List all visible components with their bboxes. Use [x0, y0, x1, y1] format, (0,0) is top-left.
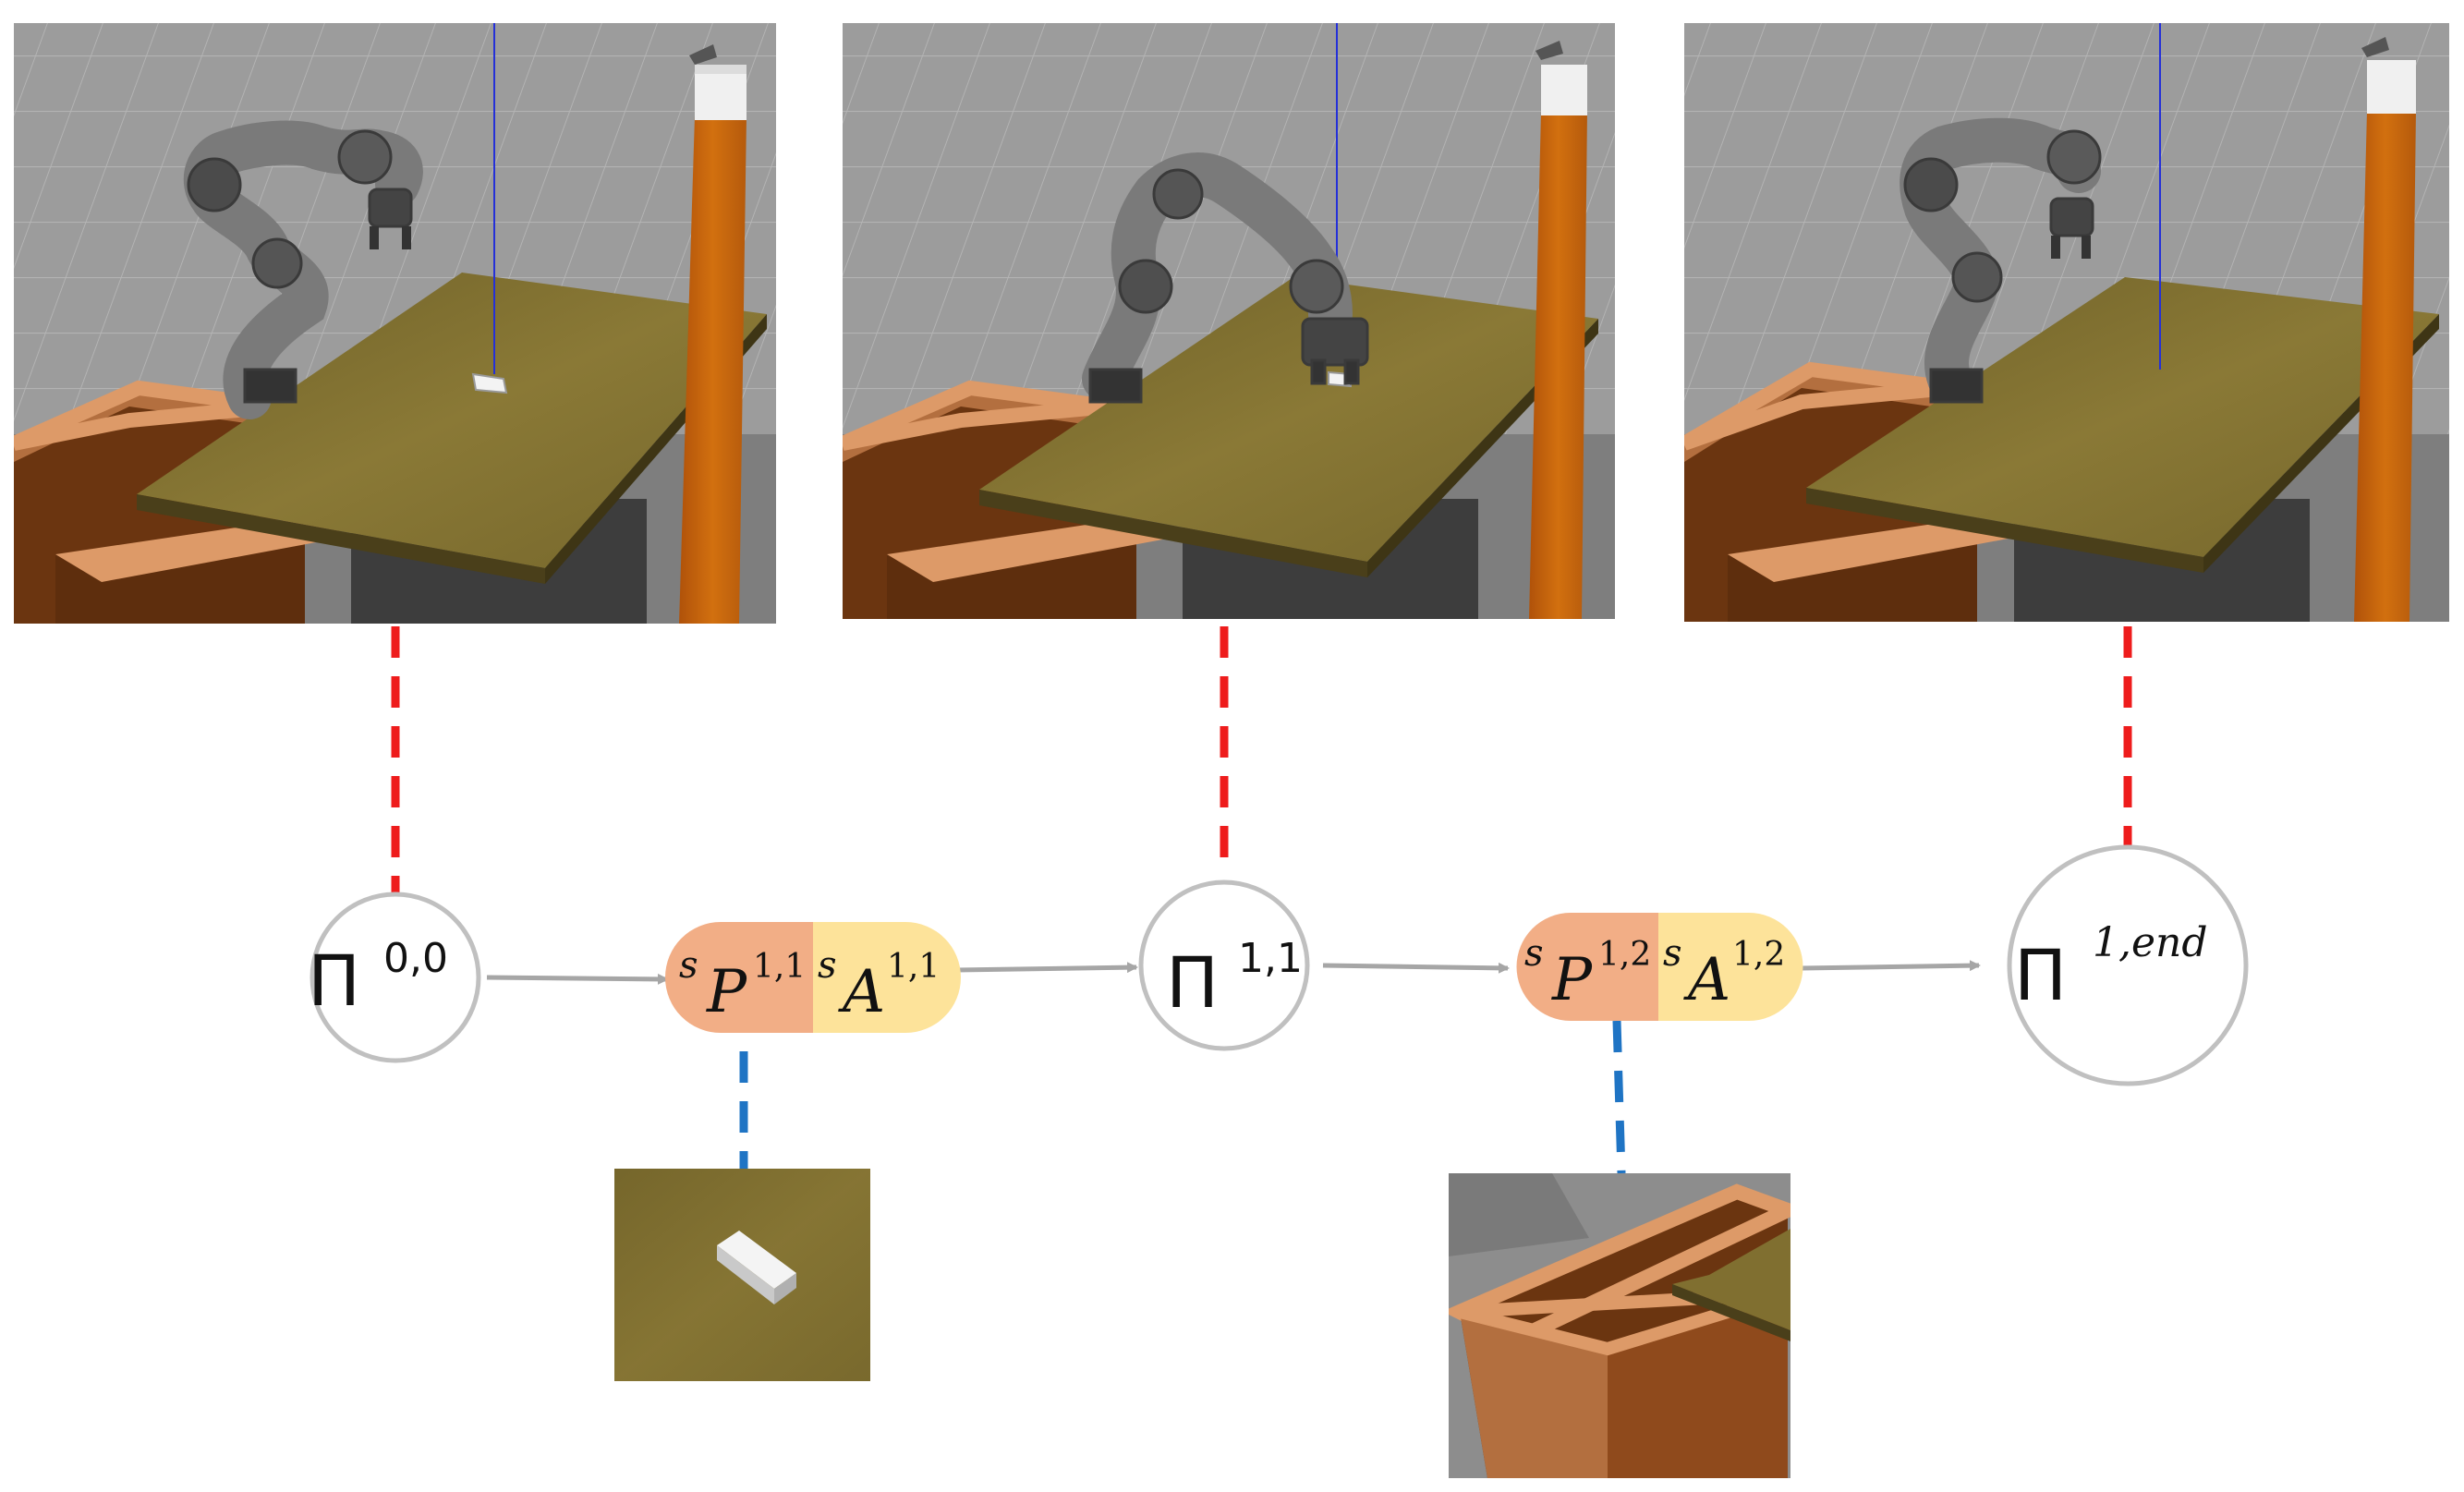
pole	[1529, 41, 1587, 619]
pill-left-symbol: P	[706, 958, 747, 1026]
arrow-1	[486, 973, 669, 985]
node-superscript: 0,0	[383, 935, 448, 982]
crop-object-image	[614, 1169, 870, 1381]
pill-1: s P 1,1 s A 1,1	[665, 922, 961, 1033]
pill-left-symbol: P	[1551, 946, 1593, 1014]
pill-right-prefix: s	[1663, 932, 1682, 975]
block-object-icon	[717, 1231, 796, 1304]
table	[1672, 1229, 1790, 1341]
arrow-4	[1801, 960, 1981, 972]
pole	[2354, 37, 2416, 622]
scene-2-image	[843, 23, 1615, 619]
node-superscript: 1,end	[2093, 919, 2208, 966]
pole	[679, 44, 746, 624]
node-pi-0-0: Π 0,0	[308, 892, 481, 1063]
arrow-3	[1322, 962, 1510, 974]
crop-bin-image	[1449, 1173, 1790, 1478]
pill-2: s P 1,2 s A 1,2	[1516, 913, 1803, 1021]
pill-right-prefix: s	[818, 944, 837, 987]
flow-arrows	[486, 960, 1981, 985]
node-pi-1-end: Π 1,end	[2007, 844, 2249, 1086]
node-pi-1-1: Π 1,1	[1138, 879, 1310, 1051]
node-symbol: Π	[1166, 941, 1219, 1024]
node-symbol: Π	[2014, 934, 2067, 1016]
scene-3-image	[1684, 23, 2449, 622]
scene-1-image	[14, 23, 776, 624]
bin-icon	[1449, 1183, 1790, 1478]
pill-left-superscript: 1,1	[753, 948, 806, 986]
pill-right-superscript: 1,1	[887, 948, 940, 986]
arrow-2	[955, 962, 1138, 974]
node-superscript: 1,1	[1238, 935, 1303, 982]
block-object-icon	[471, 372, 508, 394]
pill-left-superscript: 1,2	[1598, 936, 1651, 974]
pill-left-prefix: s	[1524, 932, 1544, 975]
pill-left-prefix: s	[679, 944, 698, 987]
node-symbol: Π	[308, 940, 360, 1022]
robot-arm-done-icon	[1900, 117, 2102, 404]
scene-links	[391, 626, 2132, 1174]
crop-2-link	[1612, 1020, 1626, 1174]
pill-right-superscript: 1,2	[1732, 936, 1785, 974]
robot-arm-idle-icon	[183, 120, 423, 419]
robot-arm-grasp-icon	[1082, 152, 1369, 404]
pill-right-symbol: A	[838, 958, 885, 1026]
pill-right-symbol: A	[1683, 946, 1730, 1014]
